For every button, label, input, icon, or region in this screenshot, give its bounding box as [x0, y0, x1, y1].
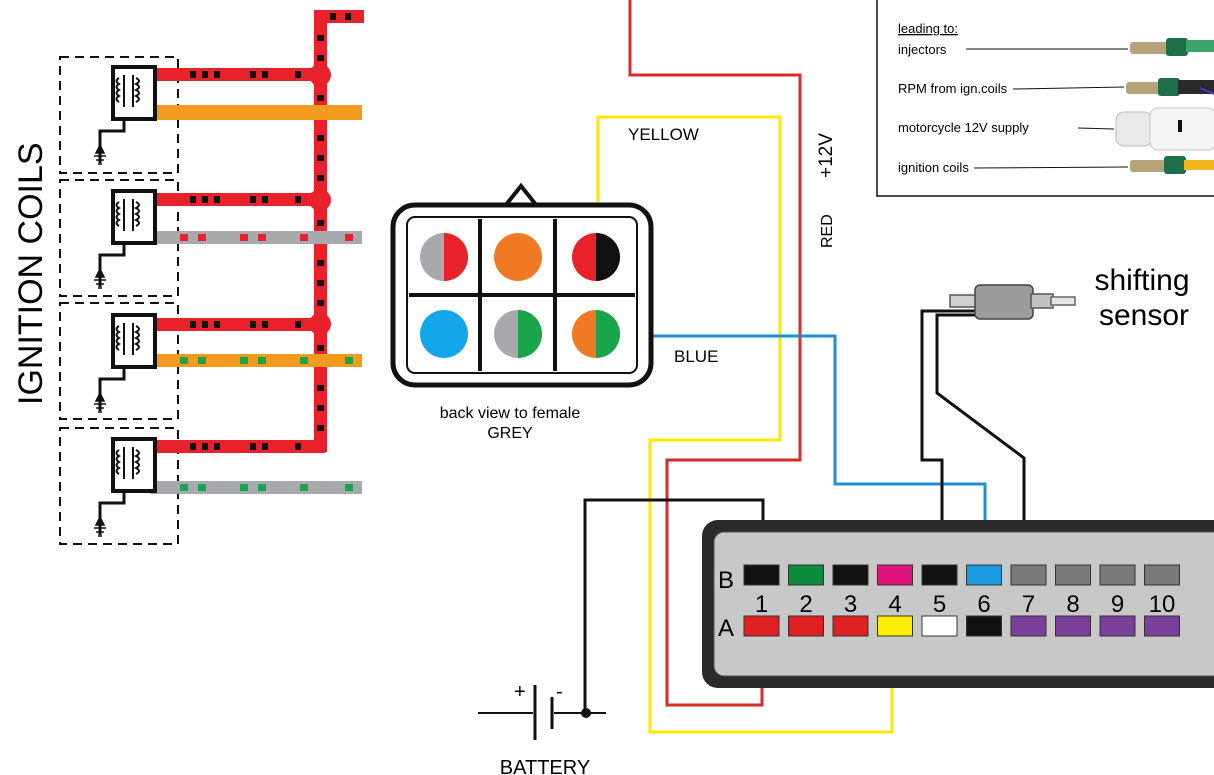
- pin-number-4: 4: [888, 591, 901, 618]
- ignition-coils-section: IGNITION COILS: [12, 10, 364, 545]
- pin-b-6: [966, 564, 1002, 586]
- pin-number-8: 8: [1066, 591, 1079, 618]
- coil-box-2: [59, 179, 179, 297]
- grey-red-wire-coil-2: [150, 231, 362, 244]
- pin-a-2: [788, 615, 824, 637]
- sensor-wire-a: [920, 309, 975, 570]
- legend-item-injectors: injectors: [898, 42, 947, 57]
- ignition-coils-label: IGNITION COILS: [12, 142, 50, 405]
- pin-a-8: [1055, 615, 1091, 637]
- pin-b-5: [921, 564, 958, 586]
- orange-green-wire-coil-3: [150, 354, 362, 367]
- pin-a-9: [1099, 615, 1136, 637]
- legend-plug-12v: [1115, 107, 1214, 151]
- blue-label: BLUE: [674, 347, 718, 366]
- pin-a-3: [832, 615, 869, 637]
- battery-minus-label: -: [556, 681, 563, 703]
- pin-row-b: [743, 564, 1180, 586]
- coil-box-1: [59, 56, 179, 174]
- legend-item-ignition-coils: ignition coils: [898, 160, 969, 175]
- shifting-sensor: [949, 284, 1076, 320]
- pin-b-3: [832, 564, 869, 586]
- battery-plus-label: +: [514, 681, 526, 703]
- coil-symbol-1: [94, 65, 157, 165]
- legend-box: leading to: injectors RPM from ign.coils…: [876, 0, 1214, 197]
- battery-symbol: [478, 685, 606, 740]
- pin-number-7: 7: [1022, 591, 1035, 618]
- coil-symbol-4: [94, 437, 157, 537]
- legend-item-12v-supply: motorcycle 12V supply: [898, 120, 1029, 135]
- red-bus-top: [314, 10, 364, 23]
- pin-b-10: [1144, 564, 1180, 586]
- connector-caption-2: GREY: [487, 425, 533, 442]
- legend-plug-injectors: [1130, 38, 1214, 56]
- pin-number-3: 3: [844, 591, 857, 618]
- pin-number-1: 1: [755, 591, 768, 618]
- shifting-sensor-label-1: shifting: [1094, 264, 1189, 297]
- pin-a-5: [921, 615, 958, 637]
- pin-number-5: 5: [933, 591, 946, 618]
- red-12v-wire: [628, 0, 802, 707]
- main-connector: [702, 520, 1214, 688]
- legend-plug-ignition: [1130, 156, 1214, 174]
- connector-caption-1: back view to female: [440, 405, 581, 422]
- coil-symbol-2: [94, 189, 157, 289]
- row-b-label: B: [718, 567, 734, 594]
- pin-b-2: [788, 564, 824, 586]
- pin-numbers: 1 2 3 4 5 6 7 8 9 10: [755, 591, 1176, 618]
- coil-symbol-3: [94, 313, 157, 413]
- pin-b-7: [1010, 564, 1047, 586]
- pin-a-7: [1010, 615, 1047, 637]
- orange-wire-coil-1: [150, 105, 362, 120]
- coil-box-3: [59, 302, 179, 420]
- pin-row-a: [743, 615, 1180, 637]
- yellow-wire: [596, 115, 894, 734]
- pin-b-8: [1055, 564, 1091, 586]
- pin-a-6: [966, 615, 1002, 637]
- grey-green-wire-coil-4: [150, 481, 362, 494]
- six-pin-connector: [390, 182, 654, 388]
- plus12v-label: +12V: [816, 133, 837, 178]
- pin-number-2: 2: [799, 591, 812, 618]
- pin-b-4: [877, 564, 913, 586]
- legend-heading: leading to:: [898, 21, 958, 36]
- pin-b-9: [1099, 564, 1136, 586]
- red-bus-dashes: [317, 13, 351, 431]
- pin-a-1: [743, 615, 780, 637]
- pin-number-10: 10: [1149, 591, 1176, 618]
- pin-number-9: 9: [1111, 591, 1124, 618]
- shifting-sensor-label-2: sensor: [1099, 299, 1189, 332]
- coil-box-4: [59, 427, 179, 545]
- legend-item-rpm: RPM from ign.coils: [898, 81, 1008, 96]
- row-a-label: A: [718, 615, 734, 642]
- red-label: RED: [819, 214, 836, 248]
- yellow-label: YELLOW: [628, 125, 699, 144]
- sensor-wire-b: [935, 313, 1026, 570]
- legend-plug-rpm: [1126, 78, 1214, 96]
- pin-a-4: [877, 615, 913, 637]
- blue-wire: [612, 334, 987, 570]
- pin-number-6: 6: [977, 591, 990, 618]
- red-coil-wires: [150, 68, 325, 453]
- pin-b-1: [743, 564, 780, 586]
- pin-a-10: [1144, 615, 1180, 637]
- battery-label: BATTERY: [500, 757, 590, 775]
